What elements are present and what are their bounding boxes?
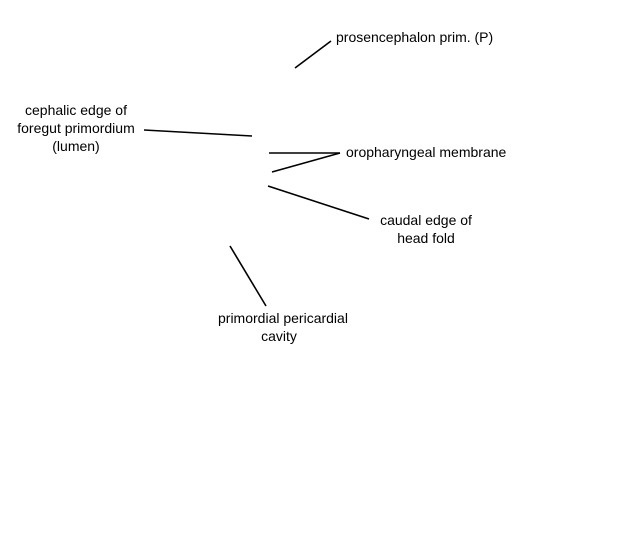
leader-line-caudal-edge [267, 185, 370, 220]
label-line: head fold [397, 230, 455, 246]
label-oropharyngeal-membrane: oropharyngeal membrane [346, 143, 506, 161]
label-line: primordial pericardial [218, 310, 348, 326]
label-line: foregut primordium [17, 120, 135, 136]
label-line: cavity [261, 328, 297, 344]
label-prosencephalon: prosencephalon prim. (P) [336, 28, 493, 46]
leader-line-oropharyngeal-lower [271, 152, 341, 173]
label-line: caudal edge of [380, 212, 472, 228]
label-line: prosencephalon prim. (P) [336, 29, 494, 45]
label-cephalic-edge-foregut: cephalic edge of foregut primordium (lum… [10, 101, 142, 155]
label-caudal-edge-head-fold: caudal edge of head fold [372, 211, 480, 247]
leader-line-prosencephalon [294, 40, 332, 69]
label-line: cephalic edge of [25, 102, 127, 118]
label-primordial-pericardial-cavity: primordial pericardial cavity [218, 309, 348, 345]
label-line: oropharyngeal membrane [346, 144, 507, 160]
leader-line-pericardial [229, 245, 267, 307]
label-line: (lumen) [52, 138, 100, 154]
leader-line-cephalic-edge [143, 129, 253, 137]
